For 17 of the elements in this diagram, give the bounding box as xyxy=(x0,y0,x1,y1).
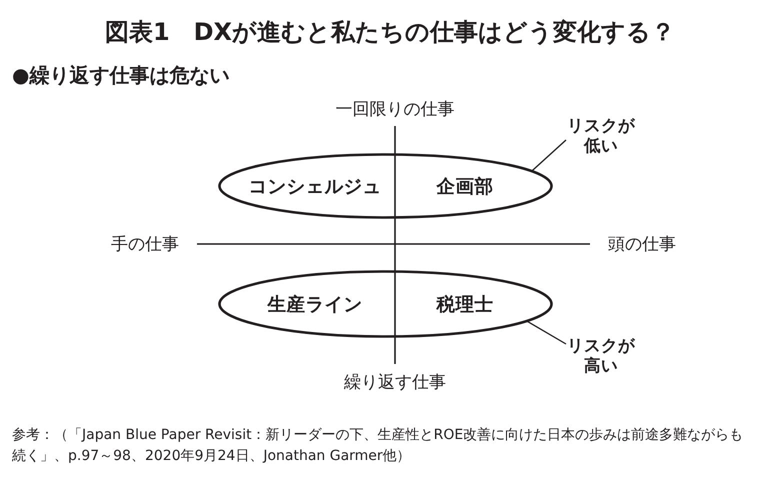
axis-label: 繰り返す仕事 xyxy=(344,372,446,394)
source-note: 参考：（「Japan Blue Paper Revisit：新リーダーの下、生産性とROE改善に向けた日本の歩みは前途多難ながらも続く」、p.97～98、2020年9月24日、Jonathan Garmer他） xyxy=(12,426,744,466)
title: 図表1 DXが進むと私たちの仕事はどう変化する？ xyxy=(104,17,676,48)
job-label: 生産ライン xyxy=(268,294,363,316)
job-label: 企画部 xyxy=(436,176,494,198)
job-oval xyxy=(218,270,553,338)
section-heading: ●繰り返す仕事は危ない xyxy=(12,62,230,89)
leader-line xyxy=(532,140,566,172)
job-label: 税理士 xyxy=(436,294,494,316)
axis-label: 一回限りの仕事 xyxy=(336,98,454,120)
job-label: コンシェルジュ xyxy=(248,176,382,198)
risk-label: リスクが低い xyxy=(566,116,636,156)
axis-label: 頭の仕事 xyxy=(608,234,676,256)
job-oval xyxy=(218,153,553,219)
axis-label: 手の仕事 xyxy=(111,234,179,256)
leader-line xyxy=(527,321,566,345)
risk-label: リスクが高い xyxy=(566,336,636,376)
